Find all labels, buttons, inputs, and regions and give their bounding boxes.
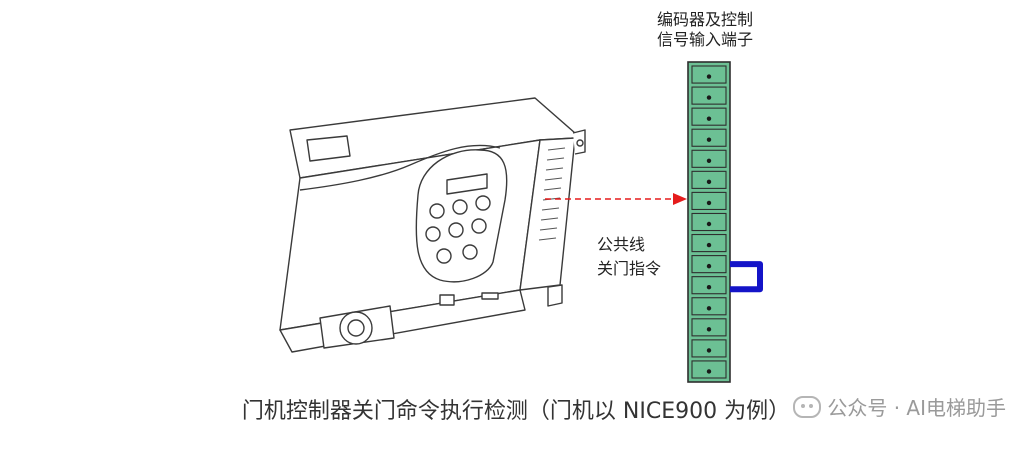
terminal-label-line1: 编码器及控制 <box>657 10 754 29</box>
key-button <box>425 226 441 242</box>
terminal-label-line2: 信号输入端子 <box>657 30 754 49</box>
key-button <box>436 248 452 264</box>
watermark-text: 公众号 · AI电梯助手 <box>827 396 1006 420</box>
indicator-arrow <box>545 193 687 205</box>
terminal-screw-3 <box>706 116 712 121</box>
signal-label: 公共线 关门指令 <box>597 233 661 281</box>
terminal-screw-13 <box>706 327 712 332</box>
terminal-screw-2 <box>706 95 712 100</box>
bottom-port <box>481 292 499 300</box>
terminal-screw-8 <box>706 221 712 227</box>
terminal-screw-6 <box>706 179 712 185</box>
front-swoosh <box>299 144 501 191</box>
key-button <box>452 199 468 215</box>
terminal-screw-5 <box>706 158 712 163</box>
common-line-label: 公共线 <box>597 235 646 254</box>
bottom-port <box>439 294 455 306</box>
mount-hole-top <box>576 139 584 147</box>
door-close-command-label: 关门指令 <box>597 259 662 278</box>
terminal-screw-1 <box>706 74 712 79</box>
device-label-window <box>306 135 351 162</box>
door-controller-device <box>279 97 586 353</box>
terminal-screw-14 <box>706 348 712 353</box>
key-button <box>429 203 445 219</box>
key-button <box>462 244 478 260</box>
terminal-screw-12 <box>706 306 712 311</box>
jumper-wire <box>730 261 763 293</box>
terminal-screw-9 <box>706 242 712 248</box>
fan-hub <box>347 319 365 337</box>
key-button <box>448 222 464 238</box>
key-button <box>475 195 491 211</box>
figure-caption: 门机控制器关门命令执行检测（门机以 NICE900 为例） <box>241 399 791 424</box>
terminal-screw-11 <box>706 285 712 290</box>
arrow-head <box>673 193 687 205</box>
keypad-buttons <box>425 195 491 264</box>
wechat-icon <box>793 395 822 418</box>
keypad-panel <box>415 149 508 283</box>
mount-tab-bottom <box>547 284 563 307</box>
display-window <box>446 173 488 195</box>
terminal-screw-4 <box>706 137 712 142</box>
key-button <box>471 218 487 234</box>
terminal-screw-7 <box>706 200 712 206</box>
terminal-label: 编码器及控制 信号输入端子 <box>657 10 753 50</box>
terminal-screw-10 <box>706 263 712 269</box>
terminal-block <box>687 61 731 383</box>
terminal-screw-15 <box>706 369 712 374</box>
watermark: 公众号 · AI电梯助手 <box>793 392 1006 421</box>
